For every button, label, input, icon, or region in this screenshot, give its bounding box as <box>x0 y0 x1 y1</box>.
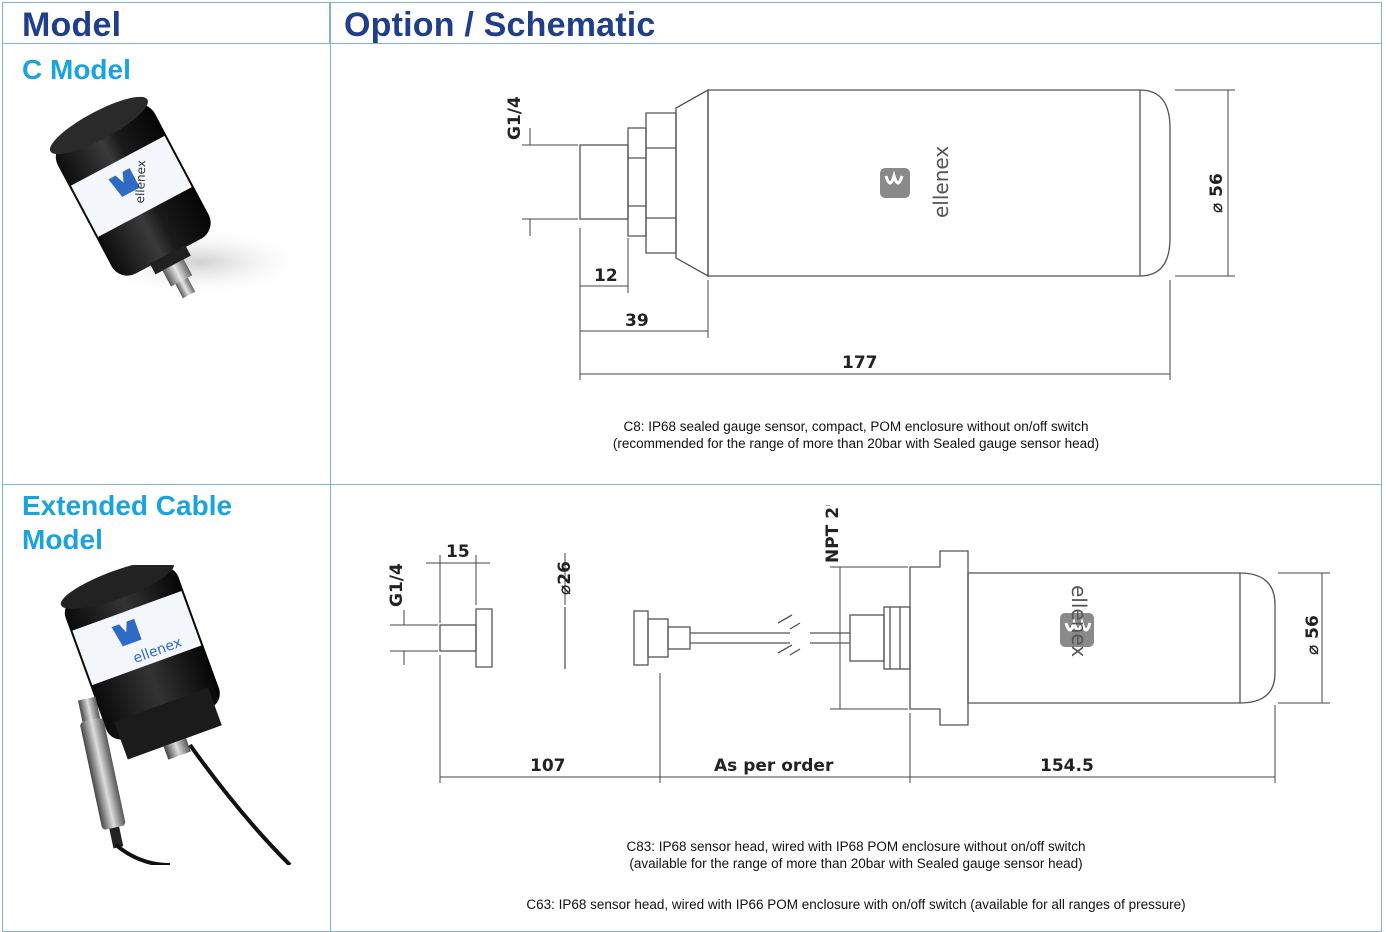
dim-thread: G1/4 <box>387 563 407 607</box>
caption-c63: C63: IP68 sensor head, wired with IP66 P… <box>330 896 1382 913</box>
dim-39: 39 <box>625 311 649 331</box>
svg-text:ellenex: ellenex <box>133 160 149 204</box>
dim-npt: NPT 2" <box>823 505 843 563</box>
caption-line: C8: IP68 sealed gauge sensor, compact, P… <box>623 419 1089 434</box>
extended-cable-photo: ellenex <box>60 565 292 865</box>
header-divider <box>2 43 1382 44</box>
dim-diameter-56: ⌀ 56 <box>1207 173 1227 213</box>
column-divider <box>330 2 331 932</box>
ellenex-logo-icon <box>1060 613 1094 647</box>
c-model-photo: ellenex <box>49 96 310 299</box>
header-option-cell: Option / Schematic <box>330 2 1382 44</box>
dim-diameter-26: ⌀26 <box>555 561 575 595</box>
dim-177: 177 <box>842 353 878 373</box>
model-title-c: C Model <box>22 54 131 85</box>
caption-c8: C8: IP68 sealed gauge sensor, compact, P… <box>330 418 1382 452</box>
model-title-extended-cable: Extended Cable Model <box>22 490 233 555</box>
extended-cable-schematic: ellenex G1/4 15 ⌀26 NPT 2" 107 As per or… <box>387 505 1330 783</box>
caption-line: (available for the range of more than 20… <box>629 856 1083 871</box>
ellenex-logo-icon <box>880 168 910 198</box>
dim-154-5: 154.5 <box>1040 756 1094 776</box>
caption-line: (recommended for the range of more than … <box>612 436 1100 451</box>
row-divider <box>2 484 1382 485</box>
dim-as-per-order: As per order <box>714 756 834 776</box>
caption-line: C83: IP68 sensor head, wired with IP68 P… <box>626 839 1086 854</box>
fitting-stem <box>579 144 629 220</box>
caption-line: C63: IP68 sensor head, wired with IP66 P… <box>526 897 1186 912</box>
dim-12: 12 <box>594 266 618 286</box>
dim-107: 107 <box>530 756 566 776</box>
schematic-logo-text: ellenex <box>1067 585 1091 657</box>
dim-15: 15 <box>446 542 470 562</box>
schematic-logo-text: ellenex <box>929 146 953 218</box>
c-model-schematic: ellenex G1/4 12 39 177 ⌀ 56 <box>505 88 1235 380</box>
caption-c83: C83: IP68 sensor head, wired with IP68 P… <box>330 838 1382 872</box>
dim-diameter-56: ⌀ 56 <box>1303 615 1323 655</box>
header-model-cell: Model <box>2 2 330 44</box>
dim-thread: G1/4 <box>505 96 525 140</box>
header-option: Option / Schematic <box>344 6 656 44</box>
header-model: Model <box>22 6 122 44</box>
